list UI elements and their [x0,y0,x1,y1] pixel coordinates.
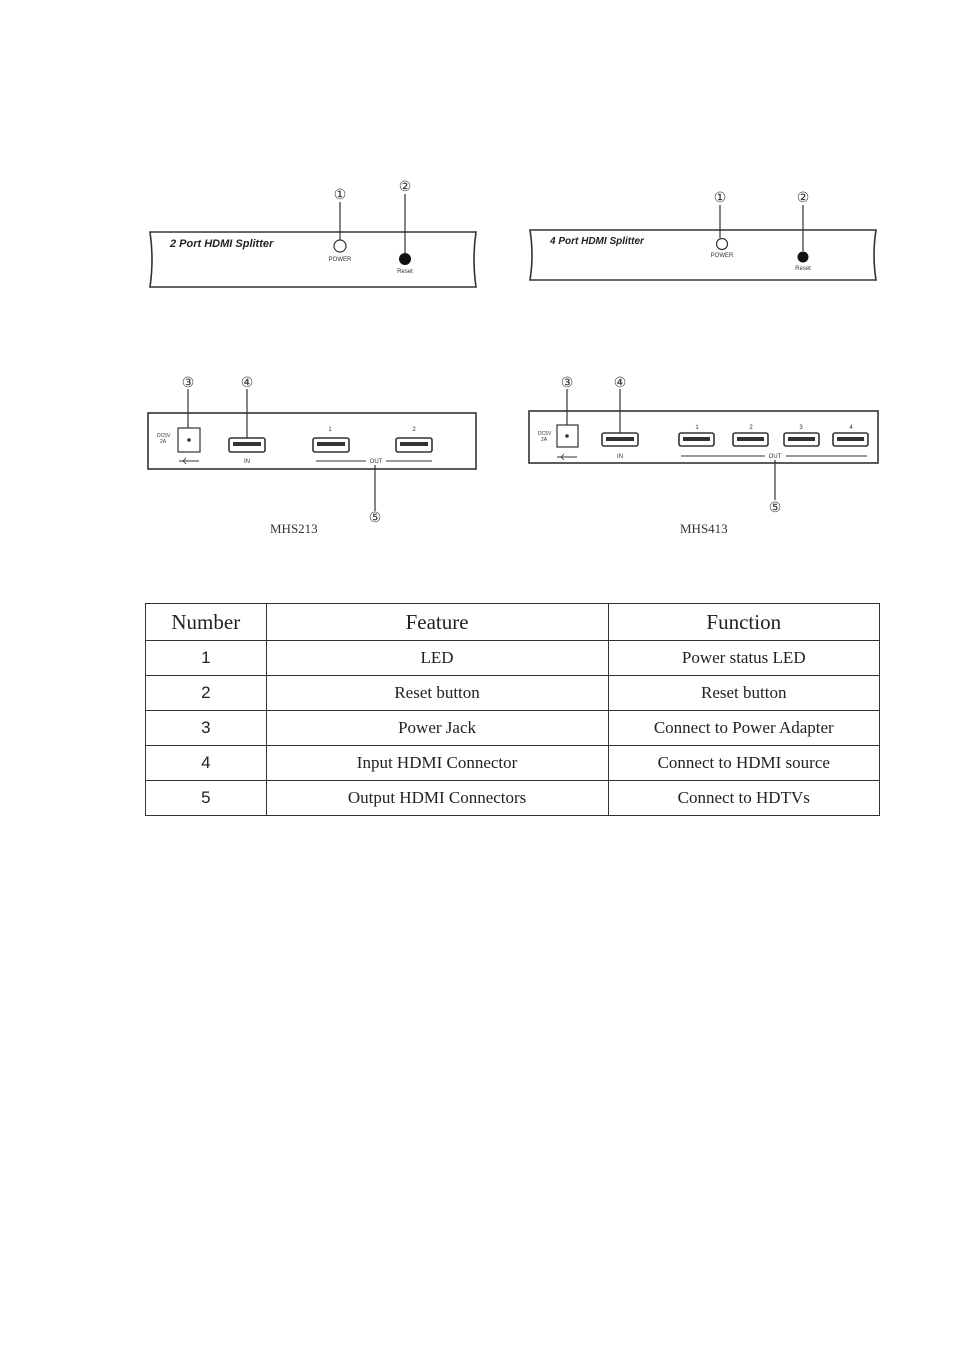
cell-feature: Input HDMI Connector [265,745,609,781]
port-number: 1 [695,425,699,431]
out-label: OUT [370,459,383,465]
table-row: 5 Output HDMI Connectors Connect to HDTV… [145,780,881,816]
power-label: POWER [711,253,734,259]
callout-3: ③ [182,376,195,391]
power-led [333,239,347,253]
reset-button [399,253,411,265]
in-label: IN [617,454,623,460]
callout-4: ④ [614,376,627,391]
callout-1: ① [714,191,727,206]
table-header-row: Number Feature Function [145,603,881,641]
feature-table: Number Feature Function 1 LED Power stat… [145,603,881,816]
in-label: IN [244,459,250,465]
reset-button [797,251,809,263]
model-label-mhs213: MHS213 [270,521,318,536]
cell-number: 2 [145,675,267,711]
callout-3: ③ [561,376,574,391]
cell-number: 1 [145,640,267,676]
power-led [715,237,729,251]
power-label: POWER [329,257,352,263]
table-row: 3 Power Jack Connect to Power Adapter [145,710,881,746]
callout-5: ⑤ [369,511,382,526]
cell-number: 4 [145,745,267,781]
callout-2: ② [797,191,810,206]
header-number: Number [145,603,267,641]
reset-label: Reset [397,269,413,275]
reset-label: Reset [795,266,811,272]
cell-function: Reset button [607,675,881,711]
callout-5: ⑤ [769,501,782,516]
dc-rating: 2A [160,439,167,445]
cell-feature: Output HDMI Connectors [265,780,609,816]
port-number: 1 [328,427,332,433]
front-title-2port: 2 Port HDMI Splitter [169,238,274,250]
callout-4: ④ [241,376,254,391]
header-function: Function [607,603,881,641]
front-panel-2port: 2 Port HDMI Splitter ① POWER ② Reset [149,180,477,288]
table-row: 2 Reset button Reset button [145,675,881,711]
port-number: 3 [799,425,803,431]
table-row: 4 Input HDMI Connector Connect to HDMI s… [145,745,881,781]
front-panel-4port: 4 Port HDMI Splitter ① POWER ② Reset [529,191,877,281]
cell-function: Power status LED [607,640,881,676]
table-row: 1 LED Power status LED [145,640,881,676]
dc-label: DC5V [538,431,552,437]
header-feature: Feature [265,603,609,641]
port-number: 4 [849,425,853,431]
cell-feature: Reset button [265,675,609,711]
panel-diagrams: 2 Port HDMI Splitter ① POWER ② Reset 4 P… [147,180,879,526]
port-number: 2 [412,427,416,433]
cell-function: Connect to HDMI source [607,745,881,781]
rear-panel-4port: ③ ④ DC5V 2A IN 1 2 3 4 OUT ⑤ [528,376,879,516]
cell-function: Connect to HDTVs [607,780,881,816]
cell-function: Connect to Power Adapter [607,710,881,746]
dc-rating: 2A [541,437,548,443]
callout-2: ② [399,180,412,195]
rear-panel-2port: ③ ④ DC5V 2A IN 1 2 OUT ⑤ [147,376,477,526]
model-label-mhs413: MHS413 [680,521,728,536]
cell-number: 5 [145,780,267,816]
out-label: OUT [769,454,782,460]
dc-label: DC5V [157,433,171,439]
front-title-4port: 4 Port HDMI Splitter [549,236,645,247]
port-number: 2 [749,425,753,431]
cell-feature: Power Jack [265,710,609,746]
cell-number: 3 [145,710,267,746]
callout-1: ① [334,188,347,203]
cell-feature: LED [265,640,609,676]
